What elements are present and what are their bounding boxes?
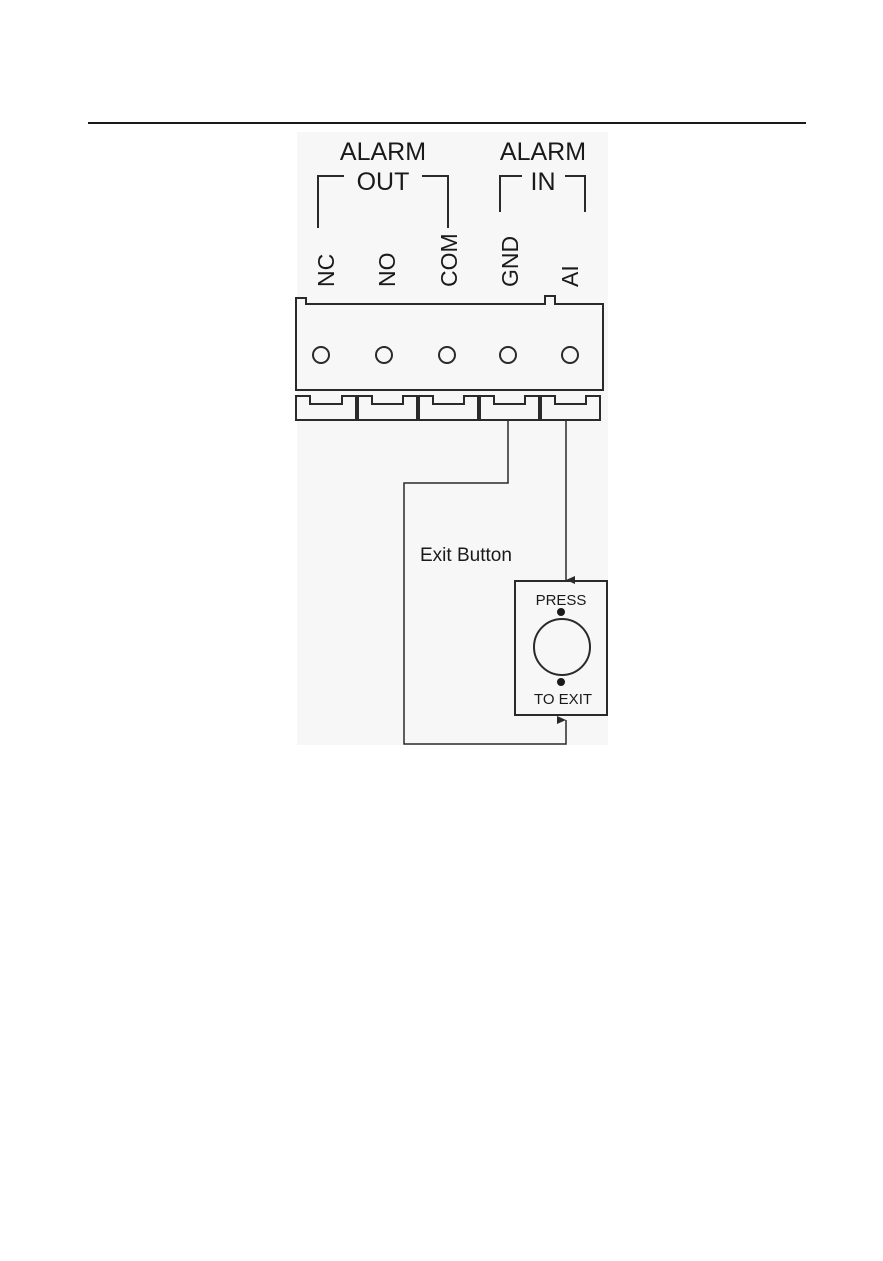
pin-label-gnd: GND xyxy=(497,236,523,287)
screw-hole-nc xyxy=(313,347,329,363)
indicator-dot-bottom xyxy=(557,678,565,686)
terminal-tooth-ai xyxy=(541,396,600,420)
exit-button-bottom-text: TO EXIT xyxy=(534,691,592,708)
alarm-out-bracket-left xyxy=(318,176,344,228)
pin-label-nc: NC xyxy=(313,254,339,287)
alarm-out-bracket-right xyxy=(422,176,448,228)
exit-button: PRESS TO EXIT xyxy=(515,581,607,715)
alarm-in-bracket-left xyxy=(500,176,522,212)
screw-hole-no xyxy=(376,347,392,363)
exit-button-top-text: PRESS xyxy=(536,592,587,609)
alarm-in-bracket-right xyxy=(565,176,585,212)
alarm-in-group: ALARM IN xyxy=(500,138,586,212)
alarm-out-group: ALARM OUT xyxy=(318,138,448,228)
terminal-teeth xyxy=(296,396,600,420)
exit-button-label: Exit Button xyxy=(420,545,512,566)
terminal-tooth-com xyxy=(419,396,478,420)
terminal-tooth-no xyxy=(358,396,417,420)
indicator-dot-top xyxy=(557,608,565,616)
screw-hole-com xyxy=(439,347,455,363)
pin-label-com: COM xyxy=(436,233,462,287)
alarm-out-subtitle: OUT xyxy=(357,168,410,196)
terminal-tooth-nc xyxy=(296,396,356,420)
screw-hole-gnd xyxy=(500,347,516,363)
terminal-tooth-gnd xyxy=(480,396,539,420)
screw-hole-ai xyxy=(562,347,578,363)
terminal-block-body xyxy=(296,296,603,390)
alarm-in-title: ALARM xyxy=(500,138,586,166)
alarm-out-title: ALARM xyxy=(340,138,426,166)
alarm-in-subtitle: IN xyxy=(531,168,556,196)
pin-label-ai: AI xyxy=(557,265,583,287)
push-button-circle xyxy=(534,619,590,675)
pin-label-no: NO xyxy=(374,253,400,288)
